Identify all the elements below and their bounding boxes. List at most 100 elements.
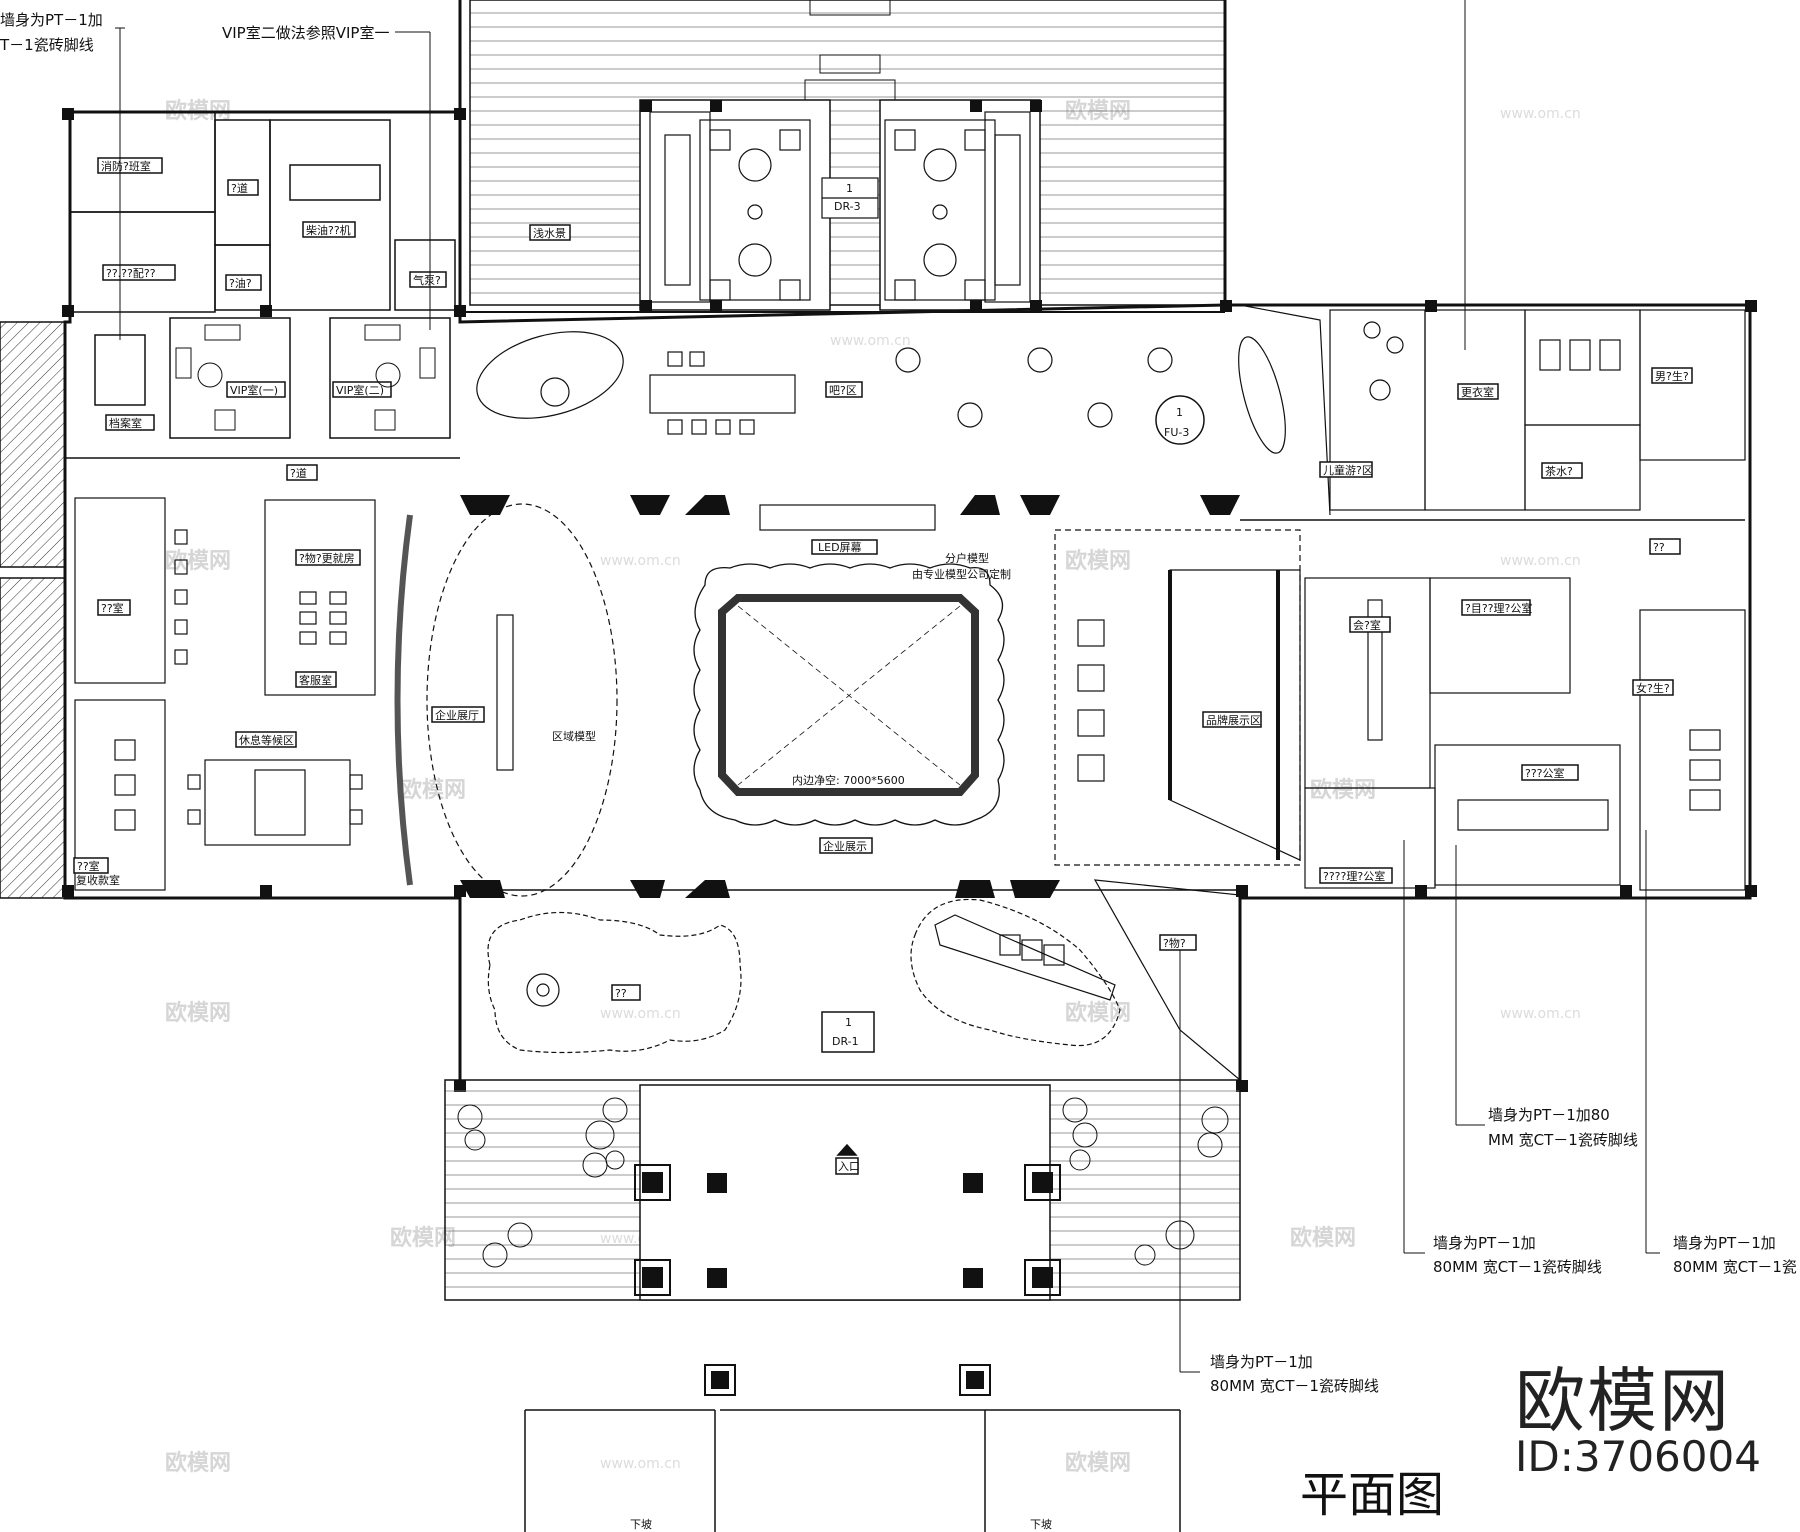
svg-text:www.om.cn: www.om.cn xyxy=(600,553,681,569)
note-r1-line2: MM 宽CT－1瓷砖脚线 xyxy=(1488,1131,1638,1149)
brand-labels: 分户模型 由专业模型公司定制 品牌展示区 xyxy=(912,551,1262,728)
sand-table-dims: 内边净空: 7000*5600 xyxy=(792,773,905,787)
notes: 墙身为PT－1加 T－1瓷砖脚线 VIP室二做法参照VIP室一 墙身为PT－1加… xyxy=(0,11,1797,1395)
top-lounges xyxy=(649,111,1031,303)
label-entrance: 入口 xyxy=(838,1160,860,1173)
room-label-brand: 品牌展示区 xyxy=(1206,713,1261,727)
room-label-signroom: ??室 xyxy=(77,859,100,873)
room-label-corridor1: ?道 xyxy=(231,181,248,195)
note-r2-line1: 墙身为PT－1加 xyxy=(1433,1234,1536,1252)
right-room-labels: 更衣室 男?生? 儿童游?区 茶水? ?? 会?室 ?目??理?公室 女?生? … xyxy=(1319,367,1693,884)
lower-lobby-labels: ?? ?物? 1 DR-1 xyxy=(611,934,1197,1053)
service-rooms xyxy=(69,111,456,439)
room-label-openoffice: ???公室 xyxy=(1525,766,1565,780)
drawing-title: 平面图 xyxy=(1300,1467,1445,1523)
tag-dr3: DR-3 xyxy=(834,200,861,213)
room-label-kids: 儿童游?区 xyxy=(1323,463,1373,477)
bar-area xyxy=(476,331,1286,454)
room-label-guest: 客服室 xyxy=(299,673,332,687)
room-label-female: 女?生? xyxy=(1636,681,1670,695)
sand-table xyxy=(693,563,1005,826)
room-label-fire: 消防?班室 xyxy=(101,159,151,173)
room-label-hall: 企业展厅 xyxy=(435,708,479,722)
room-label-store: ?物? xyxy=(1163,936,1186,950)
note-tl-line1: 墙身为PT－1加 xyxy=(0,11,103,29)
room-label-gas: 气泵? xyxy=(413,273,441,287)
svg-text:欧模网: 欧模网 xyxy=(165,1000,231,1026)
top-labels: 浅水景 1 DR-3 xyxy=(529,182,861,241)
label-down-left: 下坡 xyxy=(630,1518,652,1531)
leader-lines xyxy=(115,0,1660,1373)
room-label-tea: 茶水? xyxy=(1545,465,1573,478)
room-label-unitmodel1: 分户模型 xyxy=(945,551,989,565)
svg-text:www.om.cn: www.om.cn xyxy=(830,333,911,349)
svg-text:欧模网: 欧模网 xyxy=(400,777,466,803)
left-offices xyxy=(74,497,376,891)
svg-text:欧模网: 欧模网 xyxy=(165,548,231,574)
note-b1-line1: 墙身为PT－1加 xyxy=(1210,1353,1313,1371)
trees xyxy=(457,1097,1229,1268)
note-tl-line2: T－1瓷砖脚线 xyxy=(0,36,94,54)
note-vip: VIP室二做法参照VIP室一 xyxy=(222,24,389,42)
svg-text:欧模网: 欧模网 xyxy=(1290,1225,1356,1251)
label-down-right: 下坡 xyxy=(1030,1518,1052,1531)
room-label-meeting: 会?室 xyxy=(1353,618,1381,632)
room-label-pmoffice: ?目??理?公室 xyxy=(1465,601,1532,615)
room-label-diesel: 柴油??机 xyxy=(306,223,351,237)
room-label-signroom2: 复收款室 xyxy=(76,873,120,887)
room-label-dressing: 更衣室 xyxy=(1461,385,1494,399)
svg-text:欧模网: 欧模网 xyxy=(1065,1450,1131,1476)
sand-table-labels: 内边净空: 7000*5600 企业展示 xyxy=(792,773,905,854)
note-r3-line1: 墙身为PT－1加 xyxy=(1673,1234,1776,1252)
room-label-male: 男?生? xyxy=(1655,369,1689,383)
room-label-power: ??.??配?? xyxy=(106,267,156,280)
room-label-oil: ?油? xyxy=(229,276,252,290)
tag-number-dr3: 1 xyxy=(846,182,853,195)
room-label-archive: 档案室 xyxy=(109,416,142,430)
svg-text:欧模网: 欧模网 xyxy=(1065,1000,1131,1026)
hall-labels: 企业展厅 区域模型 xyxy=(431,706,596,743)
svg-text:欧模网: 欧模网 xyxy=(165,1450,231,1476)
room-label-led: LED屏幕 xyxy=(818,540,862,554)
brand-display xyxy=(1054,529,1301,866)
svg-text:www.om.cn: www.om.cn xyxy=(1500,106,1581,122)
room-label-regional: 区域模型 xyxy=(552,729,596,743)
room-label-enterprise: 企业展示 xyxy=(823,839,867,853)
note-b1-line2: 80MM 宽CT－1瓷砖脚线 xyxy=(1210,1377,1379,1395)
note-r3-line2: 80MM 宽CT－1瓷 xyxy=(1673,1258,1797,1276)
note-r1-line1: 墙身为PT－1加80 xyxy=(1488,1106,1610,1124)
left-office-labels: ??室 ?物?更就房 客服室 休息等候区 ??室 复收款室 xyxy=(73,549,361,887)
room-label-unitmodel2: 由专业模型公司定制 xyxy=(912,567,1011,581)
enterprise-hall xyxy=(394,503,618,897)
entrance xyxy=(444,1079,1241,1532)
svg-text:欧模网: 欧模网 xyxy=(1310,777,1376,803)
service-room-labels: 消防?班室 ?道 柴油??机 ??.??配?? ?油? 气泵? VIP室(一) … xyxy=(97,157,447,481)
room-label-office1: ??室 xyxy=(101,601,124,615)
vip-furniture xyxy=(175,324,436,431)
bar-labels: 吧?区 1 FU-3 xyxy=(825,381,1205,445)
entrance-labels: 入口 下坡 下坡 xyxy=(630,1160,1052,1531)
waterscape-deck xyxy=(469,0,1226,306)
room-label-lounge: ?? xyxy=(615,987,627,1000)
note-r2-line2: 80MM 宽CT－1瓷砖脚线 xyxy=(1433,1258,1602,1276)
room-label-vip1: VIP室(一) xyxy=(230,383,278,397)
led-screen xyxy=(759,504,936,555)
brand-logo-text: 欧模网 xyxy=(1515,1360,1731,1442)
tag-dr1: DR-1 xyxy=(832,1035,859,1048)
svg-text:www.om.cn: www.om.cn xyxy=(1500,553,1581,569)
brand-id: ID:3706004 xyxy=(1515,1432,1761,1481)
right-rooms xyxy=(1239,304,1746,891)
wedges xyxy=(460,495,1240,898)
exterior-hatch-top xyxy=(0,321,66,568)
room-label-waterscape: 浅水景 xyxy=(533,227,566,240)
svg-text:www.om.cn: www.om.cn xyxy=(600,1456,681,1472)
room-label-storage: ?物?更就房 xyxy=(299,551,355,565)
room-label-rest: 休息等候区 xyxy=(239,733,294,747)
tag-number-fu3: 1 xyxy=(1176,406,1183,419)
room-label-vip2: VIP室(二) xyxy=(336,383,384,397)
room-label-bar: 吧?区 xyxy=(829,384,857,397)
room-label-corridor2: ?道 xyxy=(290,466,307,480)
svg-text:www.om.cn: www.om.cn xyxy=(1500,1006,1581,1022)
tag-fu3: FU-3 xyxy=(1164,426,1189,439)
